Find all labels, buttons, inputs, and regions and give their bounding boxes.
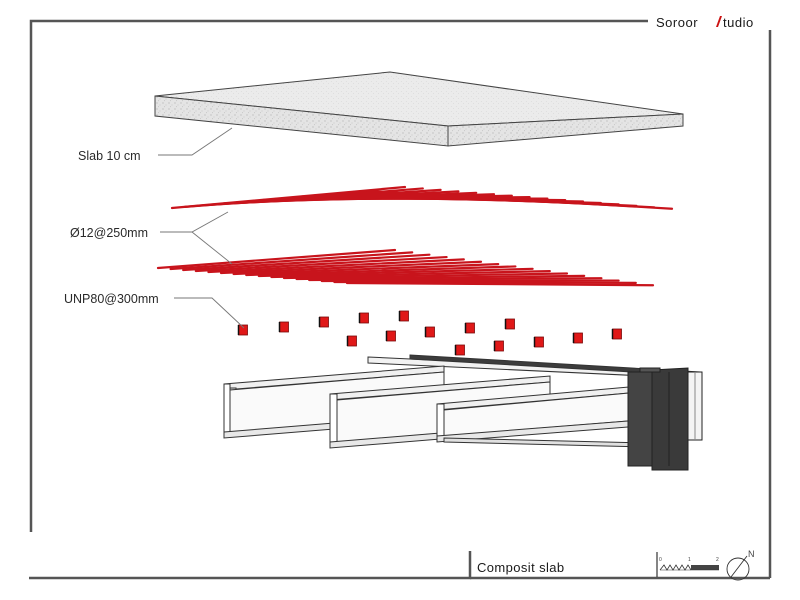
rebar-bar bbox=[270, 270, 551, 279]
rebar-layer-lower bbox=[156, 248, 655, 287]
concrete-slab bbox=[154, 71, 684, 147]
scale-tick-2: 2 bbox=[716, 557, 719, 563]
brand-slash-icon bbox=[716, 16, 722, 27]
rebar-bar bbox=[232, 263, 500, 276]
unp-channel-mark bbox=[455, 344, 465, 356]
brand-logo: Soroor tudio bbox=[656, 15, 754, 30]
brand-text-2: tudio bbox=[723, 15, 754, 30]
rebar-bar bbox=[207, 258, 465, 274]
rebar-bar bbox=[245, 265, 517, 277]
leader-lines bbox=[158, 127, 245, 329]
unp-channel-mark bbox=[279, 321, 289, 333]
unp-channel-mark bbox=[386, 330, 396, 342]
rebar-bar bbox=[295, 274, 586, 281]
rebar-bar bbox=[219, 260, 483, 275]
scale-tick-1: 1 bbox=[688, 557, 691, 563]
rebar-bar bbox=[169, 251, 414, 271]
rebar-bar bbox=[308, 277, 603, 282]
svg-text:tudio: tudio bbox=[723, 15, 754, 30]
unp-channel-mark bbox=[494, 340, 504, 352]
channel-label: UNP80@300mm bbox=[64, 292, 159, 306]
scale-bar-icon: 0 1 2 bbox=[656, 552, 719, 577]
scale-tick-0: 0 bbox=[659, 557, 662, 563]
rebar-bar bbox=[257, 267, 534, 278]
unp-channel-mark bbox=[505, 318, 515, 330]
rebar-layer-upper bbox=[170, 185, 674, 210]
unp-channel-mark bbox=[399, 310, 409, 322]
svg-text:Soroor: Soroor bbox=[656, 15, 698, 30]
unp-channel-mark bbox=[534, 336, 544, 348]
rebar-bar bbox=[365, 189, 674, 210]
rebar-bar bbox=[333, 280, 637, 284]
rebar-bar bbox=[282, 272, 569, 280]
steel-beams bbox=[223, 354, 701, 449]
rebar-bar bbox=[194, 255, 448, 273]
unp-channels bbox=[237, 310, 622, 356]
unp-channel-mark bbox=[425, 326, 435, 338]
north-arrow-icon: N bbox=[726, 549, 755, 581]
brand-text-1: Soroor bbox=[656, 15, 698, 30]
rebar-bar bbox=[156, 248, 397, 270]
rebar-bar bbox=[345, 281, 655, 287]
north-letter: N bbox=[748, 549, 755, 559]
unp-channel-mark bbox=[359, 312, 369, 324]
rebar-label: Ø12@250mm bbox=[70, 226, 148, 240]
sheet-frame bbox=[29, 19, 772, 580]
unp-channel-mark bbox=[347, 335, 357, 347]
rebar-bar bbox=[182, 253, 431, 272]
unp-channel-mark bbox=[465, 322, 475, 334]
unp-channel-mark bbox=[319, 316, 329, 328]
unp-channel-mark bbox=[573, 332, 583, 344]
slab-label: Slab 10 cm bbox=[78, 149, 141, 163]
steel-column bbox=[627, 367, 703, 471]
drawing-title: Composit slab bbox=[477, 560, 565, 575]
unp-channel-mark bbox=[612, 328, 622, 340]
